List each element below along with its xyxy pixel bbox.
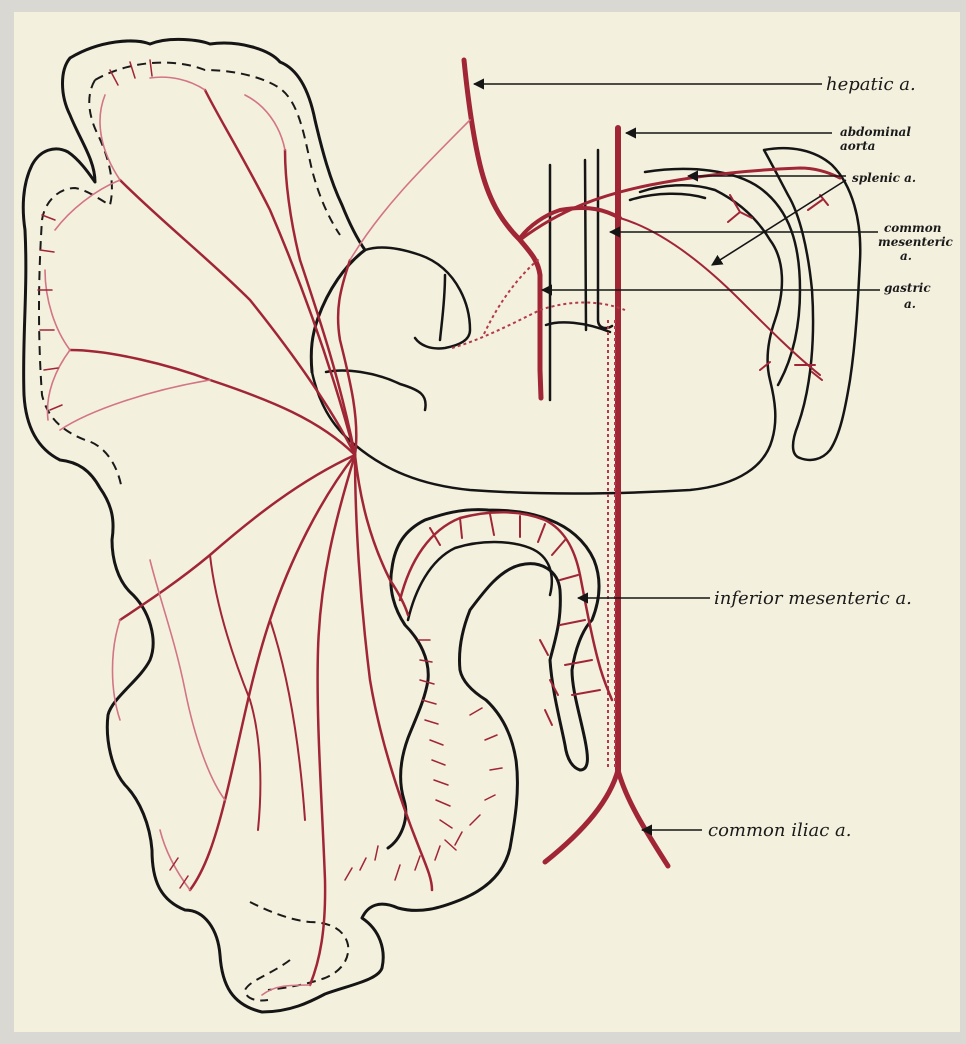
label-aorta-line1: abdominal: [840, 125, 911, 139]
label-splenic: splenic a.: [852, 171, 916, 185]
label-common-mesenteric-line3: a.: [900, 249, 912, 263]
label-common-mesenteric-line2: mesenteric: [878, 235, 954, 249]
label-common-iliac: common iliac a.: [708, 820, 851, 841]
label-hepatic: hepatic a.: [826, 74, 916, 95]
label-gastric-line2: a.: [904, 297, 916, 311]
label-aorta-line2: aorta: [840, 139, 875, 153]
label-common-mesenteric-line1: common: [884, 221, 941, 235]
label-gastric-line1: gastric: [884, 281, 931, 295]
label-inferior-mesenteric: inferior mesenteric a.: [714, 588, 912, 609]
